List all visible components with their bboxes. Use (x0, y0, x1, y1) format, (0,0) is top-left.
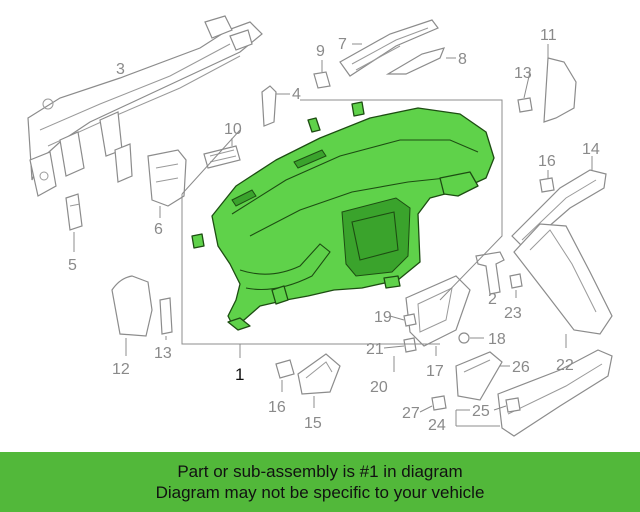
part-16-clip-bottom[interactable] (275, 359, 295, 392)
callout-1: 1 (235, 365, 244, 384)
parts-diagram: 1 2 3 4 5 6 7 8 9 10 11 12 13 13 14 15 1… (27, 15, 613, 437)
callout-23: 23 (504, 305, 522, 322)
callout-24: 24 (428, 417, 446, 434)
part-9-clip[interactable] (313, 60, 331, 89)
callout-17: 17 (426, 363, 444, 380)
leader-13-upper (523, 71, 531, 99)
leader-27 (419, 405, 433, 413)
banner-line-1: Part or sub-assembly is #1 in diagram (177, 462, 463, 481)
part-3-cross-car-beam[interactable] (27, 15, 263, 197)
callout-10: 10 (224, 121, 242, 138)
part-23-clip[interactable] (509, 273, 523, 298)
callout-18: 18 (488, 331, 506, 348)
callout-5: 5 (68, 257, 77, 274)
leader-19 (389, 315, 405, 321)
callout-12: 12 (112, 361, 130, 378)
callout-11: 11 (540, 27, 557, 44)
callout-15: 15 (304, 415, 322, 432)
part-6-bracket[interactable] (147, 149, 187, 218)
part-17-center-bezel[interactable] (405, 275, 471, 356)
part-13-clip-upper[interactable] (517, 97, 533, 113)
callout-6: 6 (154, 221, 163, 238)
part-27-clip[interactable] (431, 395, 447, 411)
callout-2: 2 (488, 291, 497, 308)
part-8-panel[interactable] (385, 47, 456, 75)
callout-16-right: 16 (538, 153, 556, 170)
part-13-clip-lower[interactable] (159, 297, 173, 340)
part-15-cover[interactable] (297, 353, 341, 408)
part-16-clip-right[interactable] (539, 170, 555, 193)
part-24-lower-trim[interactable] (455, 349, 613, 437)
callout-16-bottom: 16 (268, 399, 286, 416)
part-7-defrost-grille[interactable] (339, 19, 439, 77)
callout-21: 21 (366, 341, 384, 358)
callout-13-upper: 13 (514, 65, 532, 82)
part-22-console-side[interactable] (513, 223, 613, 348)
part-2-trim-strip[interactable] (475, 251, 505, 295)
callout-9: 9 (316, 43, 325, 60)
callout-27: 27 (402, 405, 420, 422)
callout-3: 3 (116, 61, 125, 78)
callout-4: 4 (292, 86, 301, 103)
callout-20: 20 (370, 379, 388, 396)
callout-25: 25 (472, 403, 490, 420)
part-18-screw[interactable] (458, 332, 484, 344)
assembly-frame (181, 99, 503, 358)
part-21-clip[interactable] (403, 337, 417, 353)
part-12-end-cover[interactable] (111, 275, 153, 356)
part-19-clip[interactable] (403, 313, 417, 327)
callout-22: 22 (556, 357, 574, 374)
banner-line-2: Diagram may not be specific to your vehi… (155, 483, 485, 502)
callout-8: 8 (458, 51, 467, 68)
part-5-bracket[interactable] (65, 193, 83, 252)
callout-13-lower: 13 (154, 345, 172, 362)
callout-26: 26 (512, 359, 530, 376)
part-1-instrument-panel[interactable] (191, 101, 495, 331)
callout-7: 7 (338, 36, 347, 53)
part-26-panel[interactable] (455, 351, 510, 401)
leader-21 (383, 345, 405, 349)
callout-14: 14 (582, 141, 600, 158)
part-4-bracket[interactable] (261, 85, 290, 127)
callout-19: 19 (374, 309, 392, 326)
part-11-end-cap[interactable] (543, 44, 577, 123)
disclaimer-banner: Part or sub-assembly is #1 in diagram Di… (0, 452, 640, 512)
